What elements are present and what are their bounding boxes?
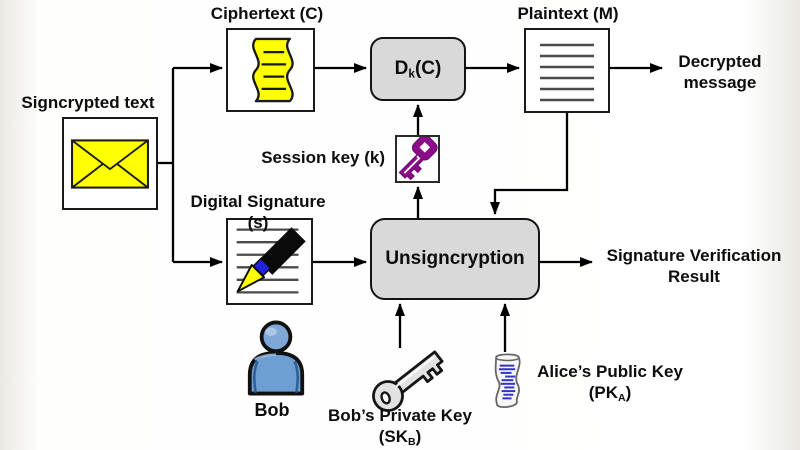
- plaintext-label: Plaintext (M): [517, 4, 619, 23]
- session-key-node: [395, 135, 440, 183]
- session-key-label: Session key (k): [261, 148, 385, 167]
- public-key-scroll-icon: [485, 352, 529, 412]
- bob-person-icon: [243, 318, 309, 398]
- ciphertext-node: [226, 28, 315, 112]
- plaintext-node: [524, 28, 610, 113]
- digital-signature-label: Digital Signature (s): [190, 192, 326, 232]
- ciphertext-label: Ciphertext (C): [210, 4, 324, 23]
- unsigncryption-node: Unsigncryption: [370, 218, 540, 300]
- signature-pen-icon: [236, 227, 306, 294]
- signature-verification-result-label: Signature Verification Result: [606, 246, 782, 286]
- private-key-icon: [368, 344, 460, 414]
- plaintext-document-icon: [540, 43, 594, 102]
- session-key-icon: [398, 137, 438, 181]
- bob-private-key-label: Bob’s Private Key (SKB): [328, 406, 472, 448]
- unsigncryption-label: Unsigncryption: [385, 248, 525, 269]
- signcrypted-text-node: [62, 117, 158, 210]
- ciphertext-document-icon: [251, 37, 294, 103]
- decrypted-message-label: Decrypted message: [678, 52, 762, 92]
- bob-label: Bob: [254, 400, 290, 420]
- decryption-function-label: Dk(C): [394, 57, 442, 81]
- decryption-function-node: Dk(C): [370, 37, 466, 101]
- signcrypted-text-label: Signcrypted text: [21, 93, 155, 112]
- envelope-icon: [71, 138, 149, 189]
- alice-public-key-label: Alice’s Public Key (PKA): [537, 362, 683, 404]
- digital-signature-node: [226, 218, 313, 305]
